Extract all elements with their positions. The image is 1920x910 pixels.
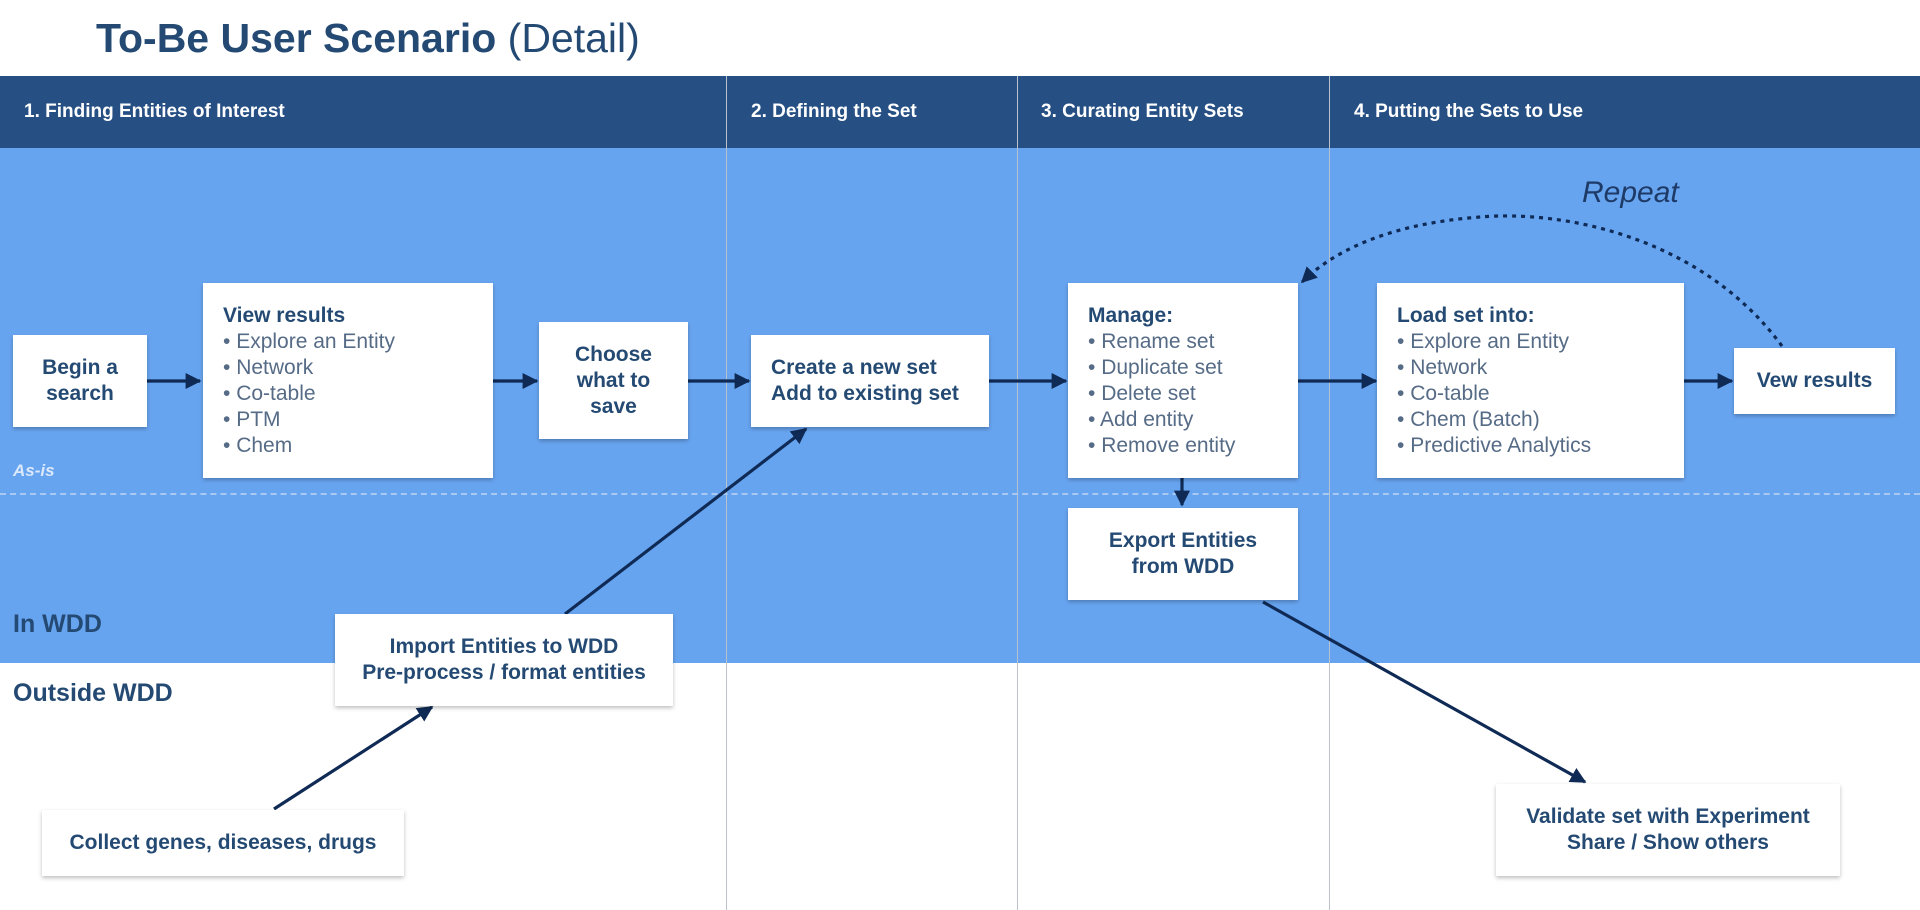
box-line: Pre-process / format entities <box>362 661 646 684</box>
box-line: save <box>590 394 637 418</box>
title-main: To-Be User Scenario <box>96 15 497 61</box>
phase-4-header: 4. Putting the Sets to Use <box>1354 101 1584 122</box>
list-item: Explore an Entity <box>223 329 483 355</box>
list-item: Remove entity <box>1088 433 1288 459</box>
as-is-label: As-is <box>13 461 55 480</box>
list-item: Co-table <box>1397 381 1674 407</box>
export-entities-box: Export Entities from WDD <box>1068 508 1298 600</box>
list-item: Chem (Batch) <box>1397 407 1674 433</box>
list-item: Co-table <box>223 381 483 407</box>
list-item: Rename set <box>1088 329 1288 355</box>
title-detail: (Detail) <box>507 15 640 61</box>
list-item: Network <box>1397 355 1674 381</box>
view-results-heading: View results <box>223 304 346 327</box>
box-line: Create a new set <box>771 356 937 379</box>
list-item: PTM <box>223 407 483 433</box>
list-item: Explore an Entity <box>1397 329 1674 355</box>
load-set-list: Explore an Entity Network Co-table Chem … <box>1397 329 1674 459</box>
begin-search-box: Begin a search <box>13 335 147 427</box>
box-line: Import Entities to WDD <box>389 635 619 658</box>
box-line: what to <box>576 368 651 392</box>
in-wdd-label: In WDD <box>13 610 102 638</box>
box-line: Begin a <box>42 356 118 379</box>
page-title: To-Be User Scenario (Detail) <box>96 10 640 66</box>
vew-results-box: Vew results <box>1734 348 1895 414</box>
list-item: Chem <box>223 433 483 459</box>
manage-heading: Manage: <box>1088 304 1174 327</box>
as-is-divider <box>0 493 1920 495</box>
box-line: Export Entities <box>1108 529 1258 552</box>
list-item: Delete set <box>1088 381 1288 407</box>
list-item: Add entity <box>1088 407 1288 433</box>
phase-1-header: 1. Finding Entities of Interest <box>24 101 285 122</box>
arrow-import-to-create <box>564 427 808 616</box>
arrow-repeat <box>1300 214 1784 347</box>
list-item: Predictive Analytics <box>1397 433 1674 459</box>
box-line: Collect genes, diseases, drugs <box>69 831 377 854</box>
collect-box: Collect genes, diseases, drugs <box>42 810 404 876</box>
arrow-collect-to-import <box>273 705 434 811</box>
manage-list: Rename set Duplicate set Delete set Add … <box>1088 329 1288 459</box>
list-item: Duplicate set <box>1088 355 1288 381</box>
box-line: Validate set with Experiment <box>1526 805 1810 828</box>
outside-wdd-label: Outside WDD <box>13 679 173 707</box>
import-entities-box: Import Entities to WDD Pre-process / form… <box>335 614 673 706</box>
arrow-export-to-validate <box>1262 600 1587 784</box>
list-item: Network <box>223 355 483 381</box>
load-set-heading: Load set into: <box>1397 304 1535 327</box>
box-line: Vew results <box>1756 369 1873 392</box>
manage-box: Manage: Rename set Duplicate set Delete … <box>1068 283 1298 478</box>
view-results-box: View results Explore an Entity Network C… <box>203 283 493 478</box>
phase-header-bar <box>0 76 1920 148</box>
box-line: Share / Show others <box>1567 831 1769 854</box>
box-line: Add to existing set <box>771 382 959 405</box>
phase-3-header: 3. Curating Entity Sets <box>1041 101 1244 122</box>
repeat-label: Repeat <box>1582 176 1679 209</box>
phase-2-header: 2. Defining the Set <box>751 101 917 122</box>
load-set-box: Load set into: Explore an Entity Network… <box>1377 283 1684 478</box>
box-line: from WDD <box>1131 555 1235 578</box>
box-line: Choose <box>574 342 652 366</box>
box-line: search <box>46 382 114 405</box>
view-results-list: Explore an Entity Network Co-table PTM C… <box>223 329 483 459</box>
